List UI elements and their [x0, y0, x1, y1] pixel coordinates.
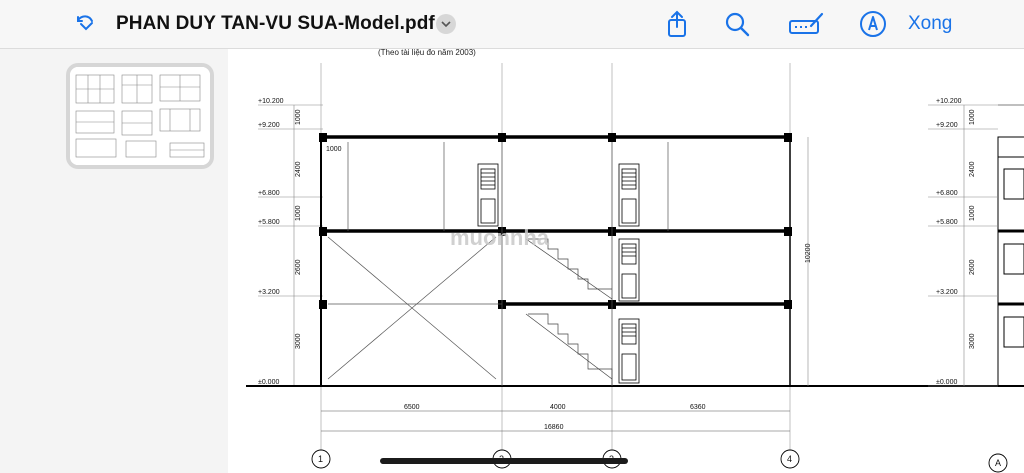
search-icon[interactable] — [722, 9, 752, 39]
elevation-label-right: +10.200 — [936, 98, 962, 105]
overhang-dim: 1000 — [326, 146, 342, 153]
elevation-label-left: +3.200 — [258, 289, 280, 296]
elevation-label-right: +6.800 — [936, 190, 958, 197]
grid-axis-label: A — [995, 458, 1001, 468]
span-dim: 6360 — [690, 404, 706, 411]
elevation-label-left: +6.800 — [258, 190, 280, 197]
vertical-dim-left: 2600 — [295, 259, 302, 275]
span-dim: 6500 — [404, 404, 420, 411]
vertical-dim-left: 2400 — [295, 161, 302, 177]
total-width-dim: 16860 — [544, 424, 564, 431]
elevation-label-left: +5.800 — [258, 219, 280, 226]
page-thumbnail[interactable] — [70, 67, 210, 165]
thumbnail-drawing — [70, 67, 210, 165]
grid-axis-label: 1 — [318, 454, 323, 464]
annotate-icon[interactable] — [858, 9, 888, 39]
top-toolbar: PHAN DUY TAN-VU SUA-Model.pdf Xong — [0, 0, 1024, 49]
vertical-dim-right: 2400 — [969, 161, 976, 177]
done-button[interactable]: Xong — [908, 13, 953, 34]
vertical-dim-right: 3000 — [969, 333, 976, 349]
elevation-label-right: ±0.000 — [936, 379, 957, 386]
elevation-label-right: +9.200 — [936, 122, 958, 129]
section-elevation-drawing: (Theo tài liệu đo năm 2003) — [246, 49, 1024, 473]
vertical-dim-left: 1000 — [295, 205, 302, 221]
elevation-label-left: +10.200 — [258, 98, 284, 105]
back-markup-icon[interactable] — [70, 9, 100, 39]
vertical-dim-right: 2600 — [969, 259, 976, 275]
span-dim: 4000 — [550, 404, 566, 411]
elevation-label-right: +3.200 — [936, 289, 958, 296]
pdf-page[interactable]: (Theo tài liệu đo năm 2003) — [228, 49, 1024, 473]
document-title[interactable]: PHAN DUY TAN-VU SUA-Model.pdf — [116, 13, 435, 34]
elevation-label-left: ±0.000 — [258, 379, 279, 386]
vertical-dim-right: 1000 — [969, 205, 976, 221]
scroll-indicator[interactable] — [380, 458, 628, 464]
vertical-dim-right: 1000 — [969, 109, 976, 125]
share-icon[interactable] — [662, 9, 692, 39]
markup-pen-icon[interactable] — [788, 9, 826, 39]
vertical-dim-left: 1000 — [295, 109, 302, 125]
grid-axis-label: 4 — [787, 454, 792, 464]
chevron-down-icon[interactable] — [436, 14, 456, 34]
header-note: (Theo tài liệu đo năm 2003) — [378, 49, 476, 57]
total-height-dim: 10200 — [805, 243, 812, 263]
watermark: muonnha — [450, 225, 550, 250]
elevation-label-right: +5.800 — [936, 219, 958, 226]
vertical-dim-left: 3000 — [295, 333, 302, 349]
elevation-label-left: +9.200 — [258, 122, 280, 129]
